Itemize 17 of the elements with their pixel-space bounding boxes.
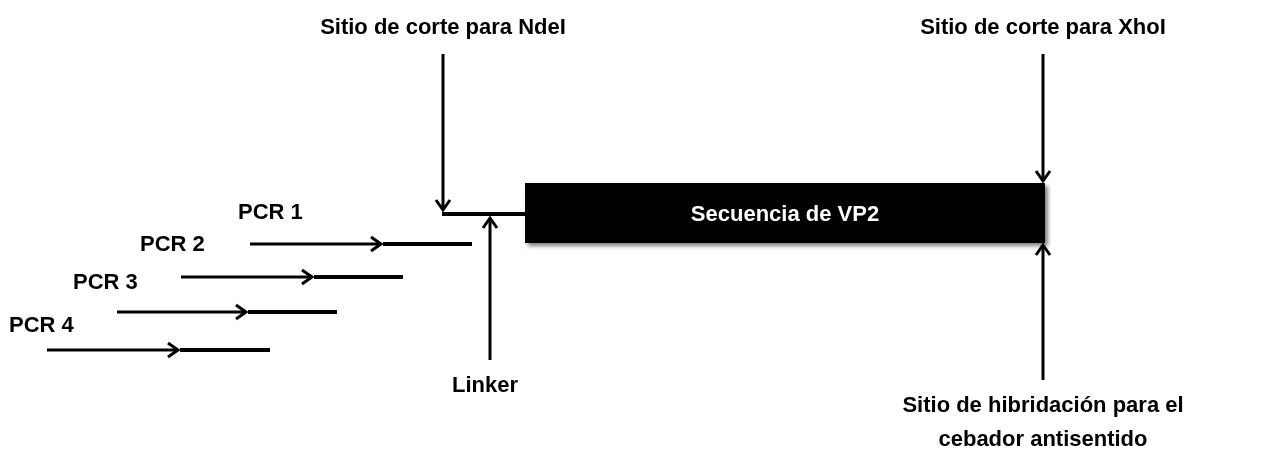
pcr-label: PCR 3 [73,268,138,296]
annotation-text: Sitio de corte para NdeI [263,10,623,44]
sequence-bar: Secuencia de VP2 [525,183,1045,243]
arrow [47,341,180,359]
pcr-label: PCR 4 [9,311,74,339]
arrow [434,54,452,212]
arrow [117,303,248,321]
arrow [481,216,499,360]
annotation-text: Sitio de hibridación para el cebador antisentido [878,388,1208,458]
annotation-text: Sitio de corte para XhoI [863,10,1223,44]
arrow [1034,54,1052,183]
arrow [181,268,314,286]
annotation-text: Linker [430,368,540,400]
arrow [250,235,383,253]
pcr-label: PCR 1 [238,198,303,226]
arrow [1034,243,1052,380]
pcr-label: PCR 2 [140,230,205,258]
